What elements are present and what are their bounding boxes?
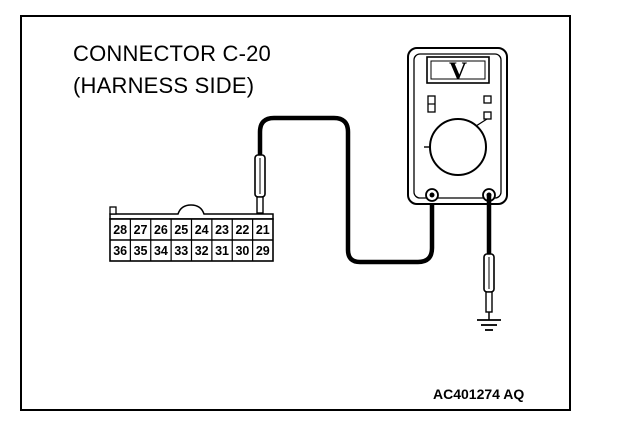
pin-number-33: 33 [174,244,188,258]
pin-number-27: 27 [134,223,148,237]
pin-number-25: 25 [174,223,188,237]
pin-number-26: 26 [154,223,168,237]
pin-number-22: 22 [235,223,249,237]
figure-reference-code: AC401274 AQ [433,386,525,402]
connector-pin-grid: 28 27 26 25 24 23 22 21 36 35 34 33 32 31 30 29 [113,219,270,261]
ground-symbol-icon [477,312,501,331]
pin-number-29: 29 [256,244,270,258]
test-probe-icon [254,154,266,214]
test-lead-wire [257,115,435,265]
pin-number-23: 23 [215,223,229,237]
connector-title: CONNECTOR C-20 [73,41,271,66]
pin-number-24: 24 [195,223,209,237]
pin-number-28: 28 [113,223,127,237]
multimeter-icon: V [407,47,508,205]
pin-number-36: 36 [113,244,127,258]
meter-display-symbol: V [449,58,467,85]
test-probe-icon [483,253,495,313]
pin-number-34: 34 [154,244,168,258]
pin-number-35: 35 [134,244,148,258]
pin-number-31: 31 [215,244,229,258]
pin-number-30: 30 [235,244,249,258]
harness-connector-icon: 28 27 26 25 24 23 22 21 36 35 34 33 32 31 30 29 [109,204,274,262]
pin-number-32: 32 [195,244,209,258]
pin-number-21: 21 [256,223,270,237]
connector-subtitle: (HARNESS SIDE) [73,73,255,98]
